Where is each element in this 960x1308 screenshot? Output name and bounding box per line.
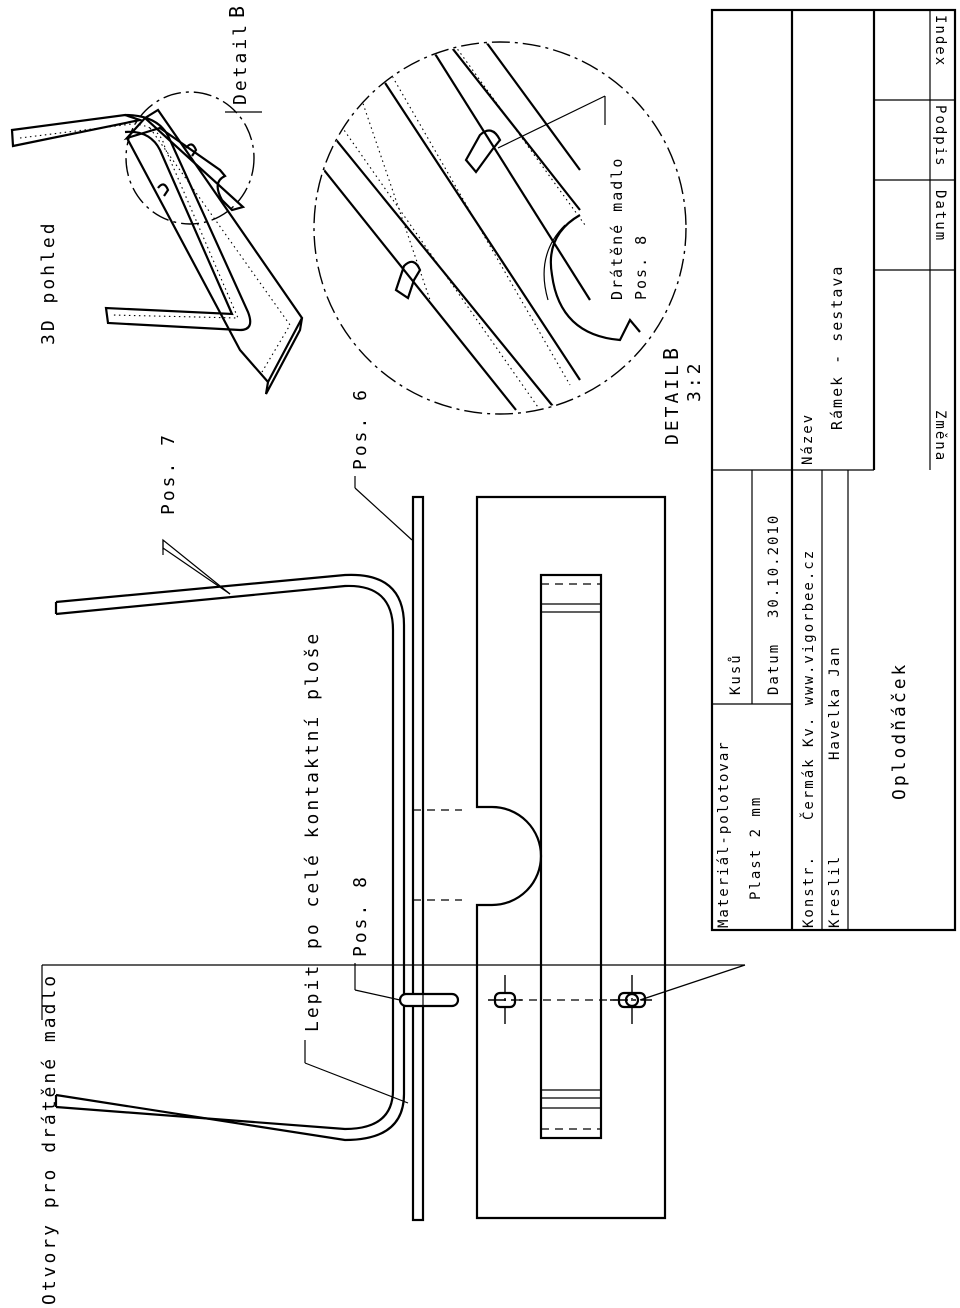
tb-konstr-label: Konstr. <box>801 855 817 928</box>
base-plate-pos6 <box>411 495 425 1222</box>
tb-material-value: Plast 2 mm <box>748 796 764 900</box>
tb-rev-index: Index <box>932 15 948 67</box>
tb-konstr-value: Čermák Kv. www.vigorbee.cz <box>799 549 817 820</box>
plate-top-view <box>475 495 667 1220</box>
label-detail-callout: Detail <box>230 22 251 105</box>
label-wire-handle: Drátěné madlo <box>608 157 626 300</box>
tb-rev-signature: Podpis <box>932 105 948 168</box>
tb-pieces-header: Kusů <box>728 653 744 695</box>
drawing-labels: 3D pohled Detail B Pos. 7 Pos. 6 Pos. 8 … <box>38 3 705 1305</box>
label-pos6: Pos. 6 <box>350 387 371 470</box>
tb-kreslil-value: Havelka Jan <box>827 645 843 760</box>
3d-base-plate <box>123 116 246 212</box>
label-pos7: Pos. 7 <box>158 432 179 515</box>
label-pos8: Pos. 8 <box>350 874 371 957</box>
label-detail-pos8: Pos. 8 <box>632 234 650 300</box>
plate-slot <box>539 573 603 1140</box>
detail-b-circle <box>313 41 687 415</box>
tb-name-header: Název <box>800 413 816 465</box>
label-3d-view: 3D pohled <box>38 220 59 345</box>
label-detail-scale: 3:2 <box>684 360 705 402</box>
tb-date-value: 30.10.2010 <box>766 514 782 618</box>
title-block: Materiál-polotovar Plast 2 mm Kusů Datum… <box>710 8 957 932</box>
tb-name-value: Rámek - sestava <box>828 265 846 430</box>
tb-material-header: Materiál-polotovar <box>716 740 732 928</box>
tb-product: Oplodňáček <box>889 662 910 800</box>
detail-b-marker-circle <box>125 91 255 225</box>
tb-rev-change: Změna <box>932 410 948 462</box>
label-detail-title: DETAIL <box>662 362 683 445</box>
label-detail-letter: B <box>659 345 683 360</box>
label-detail-callout-letter: B <box>225 3 249 18</box>
tb-kreslil-label: Kreslil <box>827 855 843 928</box>
label-glue-note: Lepit po celé kontaktní ploše <box>302 631 323 1032</box>
wire-frame-pos7 <box>55 573 406 1142</box>
wire-handle-pin <box>398 992 460 1008</box>
plate-outline <box>475 495 667 1220</box>
tb-date-label: Datum <box>766 643 782 695</box>
tb-rev-date: Datum <box>932 190 948 242</box>
label-holes-note: Otvory pro drátěné madlo <box>39 973 60 1305</box>
isometric-3d-view <box>10 91 304 395</box>
leader-lines <box>41 476 746 1104</box>
detail-b-view <box>313 41 687 415</box>
frame-side-view <box>54 495 462 1222</box>
